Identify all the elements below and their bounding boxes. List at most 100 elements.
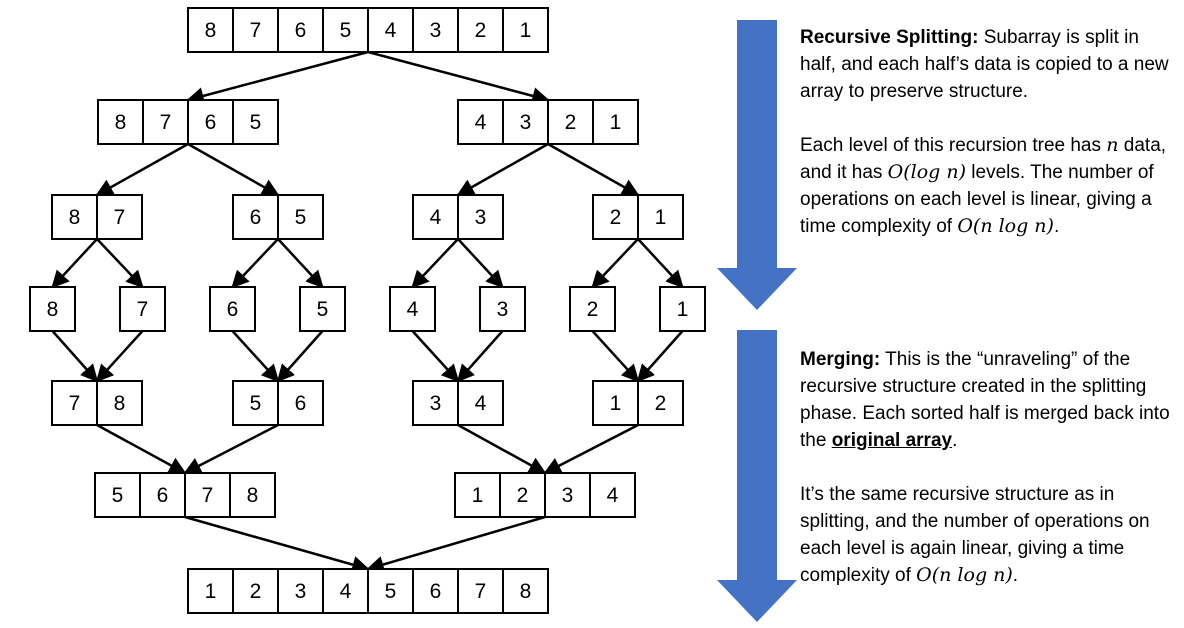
- array-cell-value: 5: [250, 392, 262, 415]
- array-cell-value: 5: [112, 484, 124, 507]
- tree-connectors: [51, 50, 684, 574]
- splitting-heading: Recursive Splitting:: [800, 27, 979, 48]
- splitting-down-arrow: [717, 20, 797, 310]
- array-level-3-2: 6: [209, 286, 256, 332]
- array-cell: [412, 194, 459, 240]
- array-cell: [229, 472, 276, 518]
- splitting-text-2c: levels. The number of operations on each…: [800, 162, 1154, 237]
- array-cell-value: 8: [247, 484, 259, 507]
- array-cell: [592, 194, 639, 240]
- connector-arrow: [231, 238, 279, 289]
- array-cell: [479, 286, 526, 332]
- splitting-description: Recursive Splitting: Subarray is split i…: [800, 24, 1172, 267]
- splitting-text-1: Subarray is split in half, and each half…: [800, 27, 1169, 102]
- splitting-complexity: O(n log n): [957, 215, 1054, 237]
- array-cell-value: 5: [340, 19, 352, 42]
- merging-text-1b: .: [952, 430, 958, 451]
- array-cell-value: 8: [115, 111, 127, 134]
- array-cell-value: 2: [610, 206, 622, 229]
- array-cell-value: 7: [114, 206, 126, 229]
- connector-arrow: [277, 238, 324, 289]
- array-cell: [187, 568, 234, 614]
- array-cell: [659, 286, 706, 332]
- array-cell: [187, 7, 234, 53]
- merging-down-arrow: [717, 330, 797, 622]
- array-cell-value: 8: [520, 580, 532, 603]
- complexity-levels: O(log n): [887, 161, 967, 183]
- array-level-3-5: 3: [479, 286, 526, 332]
- array-cell: [637, 380, 684, 426]
- array-cell-value: 4: [340, 580, 352, 603]
- array-cell-value: 7: [160, 111, 172, 134]
- array-cell-value: 3: [475, 206, 487, 229]
- connector-arrow: [187, 142, 280, 197]
- array-cell: [547, 99, 594, 145]
- array-cell: [544, 472, 591, 518]
- array-cell-value: 2: [475, 19, 487, 42]
- connector-arrow: [543, 423, 639, 475]
- array-cell: [232, 568, 279, 614]
- array-cell: [457, 7, 504, 53]
- connector-arrow: [456, 142, 549, 197]
- array-cell-value: 8: [47, 298, 59, 321]
- array-cell: [96, 194, 143, 240]
- connector-arrow: [184, 515, 370, 574]
- array-cell-value: 1: [472, 484, 484, 507]
- array-cell-value: 4: [385, 19, 397, 42]
- array-cell: [502, 7, 549, 53]
- array-level-3-3: 5: [299, 286, 346, 332]
- array-cell: [232, 7, 279, 53]
- array-cell-value: 7: [69, 392, 81, 415]
- connector-arrow: [591, 238, 639, 289]
- connector-arrow: [411, 330, 460, 383]
- array-cell-value: 5: [385, 580, 397, 603]
- array-cell-value: 2: [565, 111, 577, 134]
- array-cell-value: 5: [250, 111, 262, 134]
- array-cell: [232, 99, 279, 145]
- array-cell: [457, 568, 504, 614]
- array-cell-value: 1: [610, 392, 622, 415]
- array-cell: [29, 286, 76, 332]
- connector-arrow: [51, 238, 98, 289]
- array-cell: [96, 380, 143, 426]
- merging-text-2b: .: [1012, 565, 1019, 586]
- array-cell: [457, 194, 504, 240]
- array-cell: [209, 286, 256, 332]
- array-cell-value: 8: [205, 19, 217, 42]
- array-cell-value: 7: [137, 298, 149, 321]
- connector-arrow: [456, 330, 504, 383]
- connector-arrow: [231, 330, 280, 383]
- connector-arrow: [183, 423, 279, 475]
- array-cell-value: 3: [430, 19, 442, 42]
- array-level-3-4: 4: [389, 286, 436, 332]
- array-cell-value: 3: [562, 484, 574, 507]
- connector-arrow: [95, 142, 189, 197]
- array-cell: [592, 99, 639, 145]
- array-cell-value: 1: [655, 206, 667, 229]
- array-cell: [277, 380, 324, 426]
- array-cell-value: 7: [250, 19, 262, 42]
- array-level-3-1: 7: [119, 286, 166, 332]
- array-cell: [142, 99, 189, 145]
- connector-arrow: [366, 515, 546, 573]
- array-level-3-7: 1: [659, 286, 706, 332]
- array-cell: [232, 194, 279, 240]
- array-cell: [187, 99, 234, 145]
- array-cell-value: 2: [517, 484, 529, 507]
- array-cell-value: 4: [475, 111, 487, 134]
- merging-text-2a: It’s the same recursive structure as in …: [800, 484, 1150, 586]
- connector-arrow: [457, 238, 504, 289]
- connector-arrow: [95, 330, 144, 383]
- array-level-3-6: 2: [569, 286, 616, 332]
- connector-arrow: [457, 423, 547, 475]
- array-cell-value: 1: [520, 19, 532, 42]
- array-cell-value: 5: [317, 298, 329, 321]
